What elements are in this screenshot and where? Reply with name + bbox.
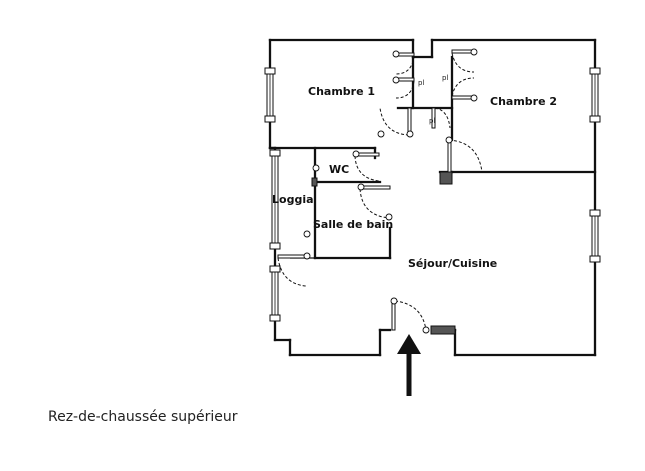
window-chambre2 [589,67,601,123]
door-closet-pl1 [395,52,415,99]
window-loggia-lower [269,265,281,322]
floor-caption: Rez-de-chaussée supérieur [48,409,238,425]
structural-posts [311,171,456,335]
label-sejour-cuisine: Séjour/Cuisine [408,257,497,270]
post-chambre2 [439,171,453,185]
window-chambre1 [264,67,276,123]
label-chambre1: Chambre 1 [308,85,375,98]
entrance-arrow-icon [397,334,421,396]
door-entrance [391,300,427,331]
door-salle-de-bain [359,185,391,219]
door-closet-pl3 [431,107,451,129]
door-chambre2 [447,139,483,173]
label-salle-de-bain: Salle de bain [313,218,393,231]
post-entrance [430,325,456,335]
fixtures [303,48,478,334]
label-closet-pl2: pl [442,74,448,82]
window-sejour-right [589,209,601,263]
post-wc [311,177,318,187]
window-loggia-upper [269,149,281,250]
label-loggia: Loggia [272,193,314,206]
label-closet-pl1: pl [418,79,424,87]
door-loggia [277,254,307,287]
label-closet-pl3: pl [429,117,435,125]
door-closet-pl2 [451,49,475,100]
label-chambre2: Chambre 2 [490,95,557,108]
windows [264,67,601,322]
doors [277,49,483,331]
door-chambre1 [379,107,412,136]
label-wc: WC [329,163,349,176]
